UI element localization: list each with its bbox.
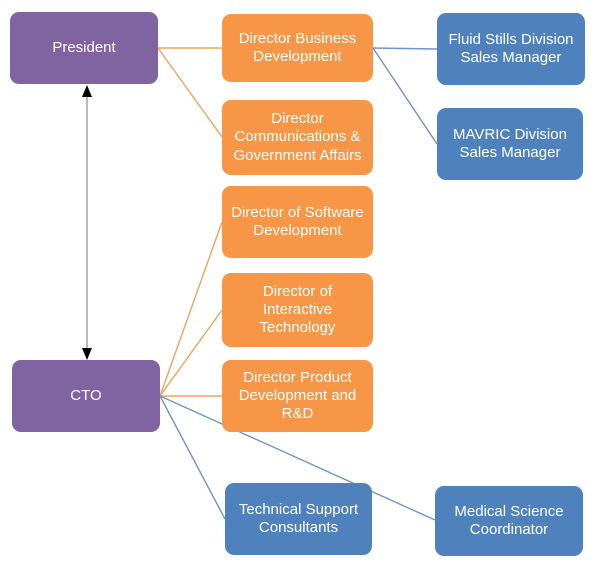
node-director-interactive-technology: Director of Interactive Technology [222,273,373,347]
node-director-business-development: Director Business Development [222,14,373,82]
node-president: President [10,12,158,84]
connector-president-dir-comm-gov [157,47,223,138]
connector-cto-dir-interactive-tech [159,309,223,397]
connector-cto-dir-software-dev [159,221,223,397]
node-cto: CTO [12,360,160,432]
node-director-communications-government-affairs: Director Communications & Government Aff… [222,100,373,175]
connector-dir-business-dev-fluid-stills [372,47,438,50]
arrow-head-up-icon [82,85,92,97]
node-mavric-division-sales-manager: MAVRIC Division Sales Manager [437,108,583,180]
connector-cto-med-science [159,395,436,521]
node-director-product-development-rd: Director Product Development and R&D [222,360,373,432]
node-director-software-development: Director of Software Development [222,186,373,258]
arrow-head-down-icon [82,348,92,360]
president-cto-arrow [82,85,92,360]
connector-dir-business-dev-mavric [372,47,438,145]
connector-cto-tech-support [159,395,226,520]
node-medical-science-coordinator: Medical Science Coordinator [435,486,583,556]
node-technical-support-consultants: Technical Support Consultants [225,483,372,555]
node-fluid-stills-division-sales-manager: Fluid Stills Division Sales Manager [437,13,585,85]
